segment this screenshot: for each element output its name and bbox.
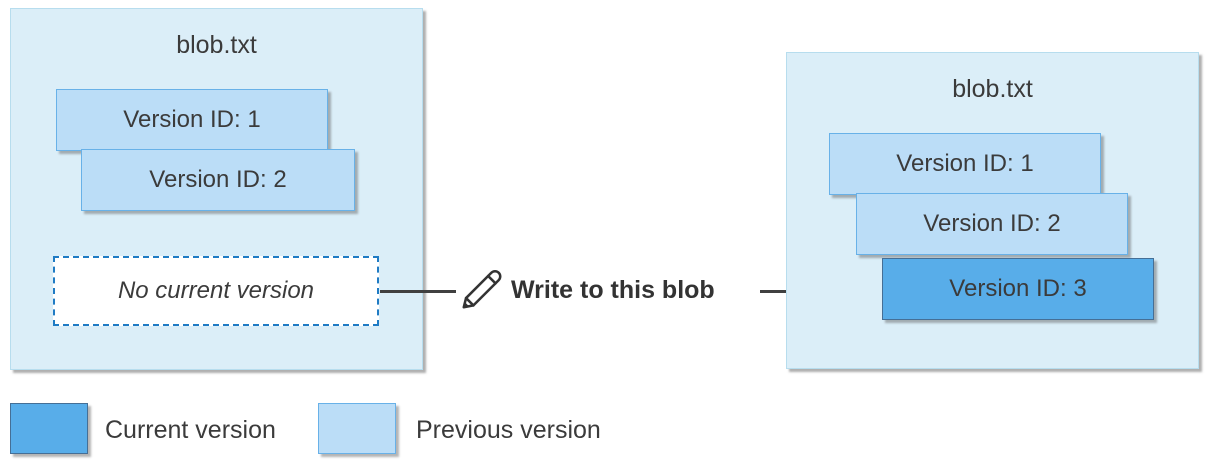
legend-label-current-version: Current version	[105, 416, 276, 444]
legend-swatch-previous-version	[318, 403, 396, 454]
write-action-label: Write to this blob	[511, 276, 715, 304]
version-box-current: Version ID: 3	[882, 258, 1154, 320]
no-current-version-box: No current version	[53, 256, 379, 326]
blob-title: blob.txt	[952, 75, 1033, 103]
version-box-previous-1: Version ID: 1	[829, 133, 1101, 195]
version-box-previous-2: Version ID: 2	[856, 193, 1128, 255]
version-box-previous-2: Version ID: 2	[81, 149, 355, 211]
pencil-icon	[458, 267, 504, 318]
blob-container-before: blob.txt Version ID: 1 Version ID: 2 No …	[10, 8, 423, 370]
blob-title: blob.txt	[176, 31, 257, 59]
blob-container-after: blob.txt Version ID: 1 Version ID: 2 Ver…	[786, 52, 1199, 369]
legend-label-previous-version: Previous version	[416, 416, 601, 444]
version-box-previous-1: Version ID: 1	[56, 89, 328, 151]
connector-line-left	[380, 290, 456, 293]
legend-swatch-current-version	[10, 403, 88, 454]
